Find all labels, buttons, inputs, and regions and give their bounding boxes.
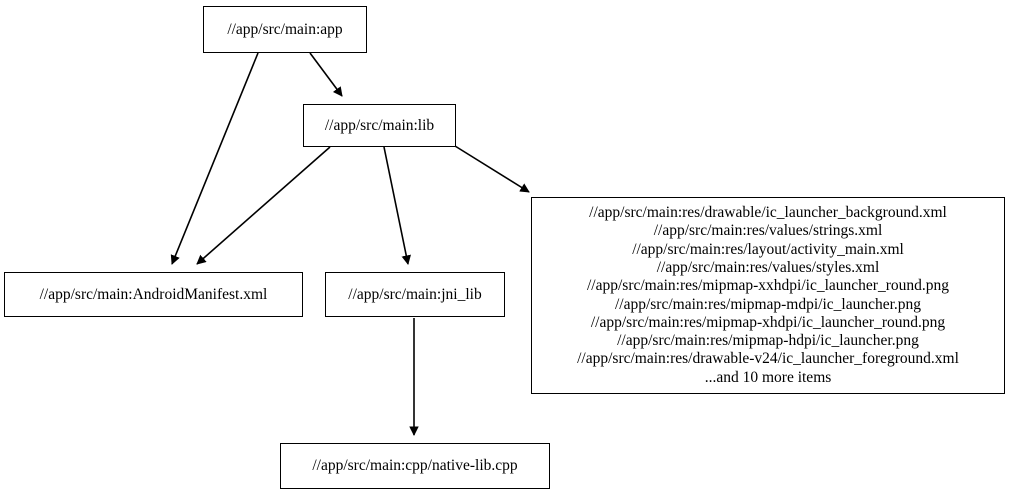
node-android-manifest[interactable]: //app/src/main:AndroidManifest.xml [4, 272, 303, 317]
node-native-lib-cpp[interactable]: //app/src/main:cpp/native-lib.cpp [280, 443, 550, 489]
edge-app-to-lib [309, 52, 343, 97]
node-lib-label: //app/src/main:lib [324, 116, 435, 134]
res-line: //app/src/main:res/mipmap-xhdpi/ic_launc… [590, 313, 946, 331]
res-line: //app/src/main:res/values/styles.xml [656, 258, 880, 276]
edge-lib-to-manifest [196, 146, 331, 265]
node-res-bundle-label: //app/src/main:res/drawable/ic_launcher_… [540, 204, 996, 387]
res-line: //app/src/main:res/mipmap-xxhdpi/ic_laun… [586, 277, 949, 295]
node-res-bundle[interactable]: //app/src/main:res/drawable/ic_launcher_… [531, 197, 1005, 394]
node-jni-lib[interactable]: //app/src/main:jni_lib [325, 272, 505, 317]
res-line: //app/src/main:res/mipmap-hdpi/ic_launch… [617, 332, 919, 350]
node-android-manifest-label: //app/src/main:AndroidManifest.xml [39, 285, 268, 303]
res-line: //app/src/main:res/drawable/ic_launcher_… [589, 204, 947, 222]
res-line: //app/src/main:res/layout/activity_main.… [632, 240, 904, 258]
res-line-more-items: ...and 10 more items [704, 368, 832, 386]
res-line: //app/src/main:res/mipmap-mdpi/ic_launch… [614, 295, 922, 313]
node-jni-lib-label: //app/src/main:jni_lib [348, 285, 482, 303]
node-lib[interactable]: //app/src/main:lib [303, 104, 456, 147]
edge-lib-to-jni-lib [383, 146, 411, 265]
node-app-label: //app/src/main:app [227, 20, 343, 38]
res-line: //app/src/main:res/drawable-v24/ic_launc… [577, 350, 959, 368]
node-app[interactable]: //app/src/main:app [203, 6, 367, 53]
edge-lib-to-res [454, 145, 530, 193]
node-native-lib-cpp-label: //app/src/main:cpp/native-lib.cpp [312, 457, 518, 475]
edge-app-to-manifest [170, 52, 259, 265]
res-line: //app/src/main:res/values/strings.xml [653, 222, 883, 240]
